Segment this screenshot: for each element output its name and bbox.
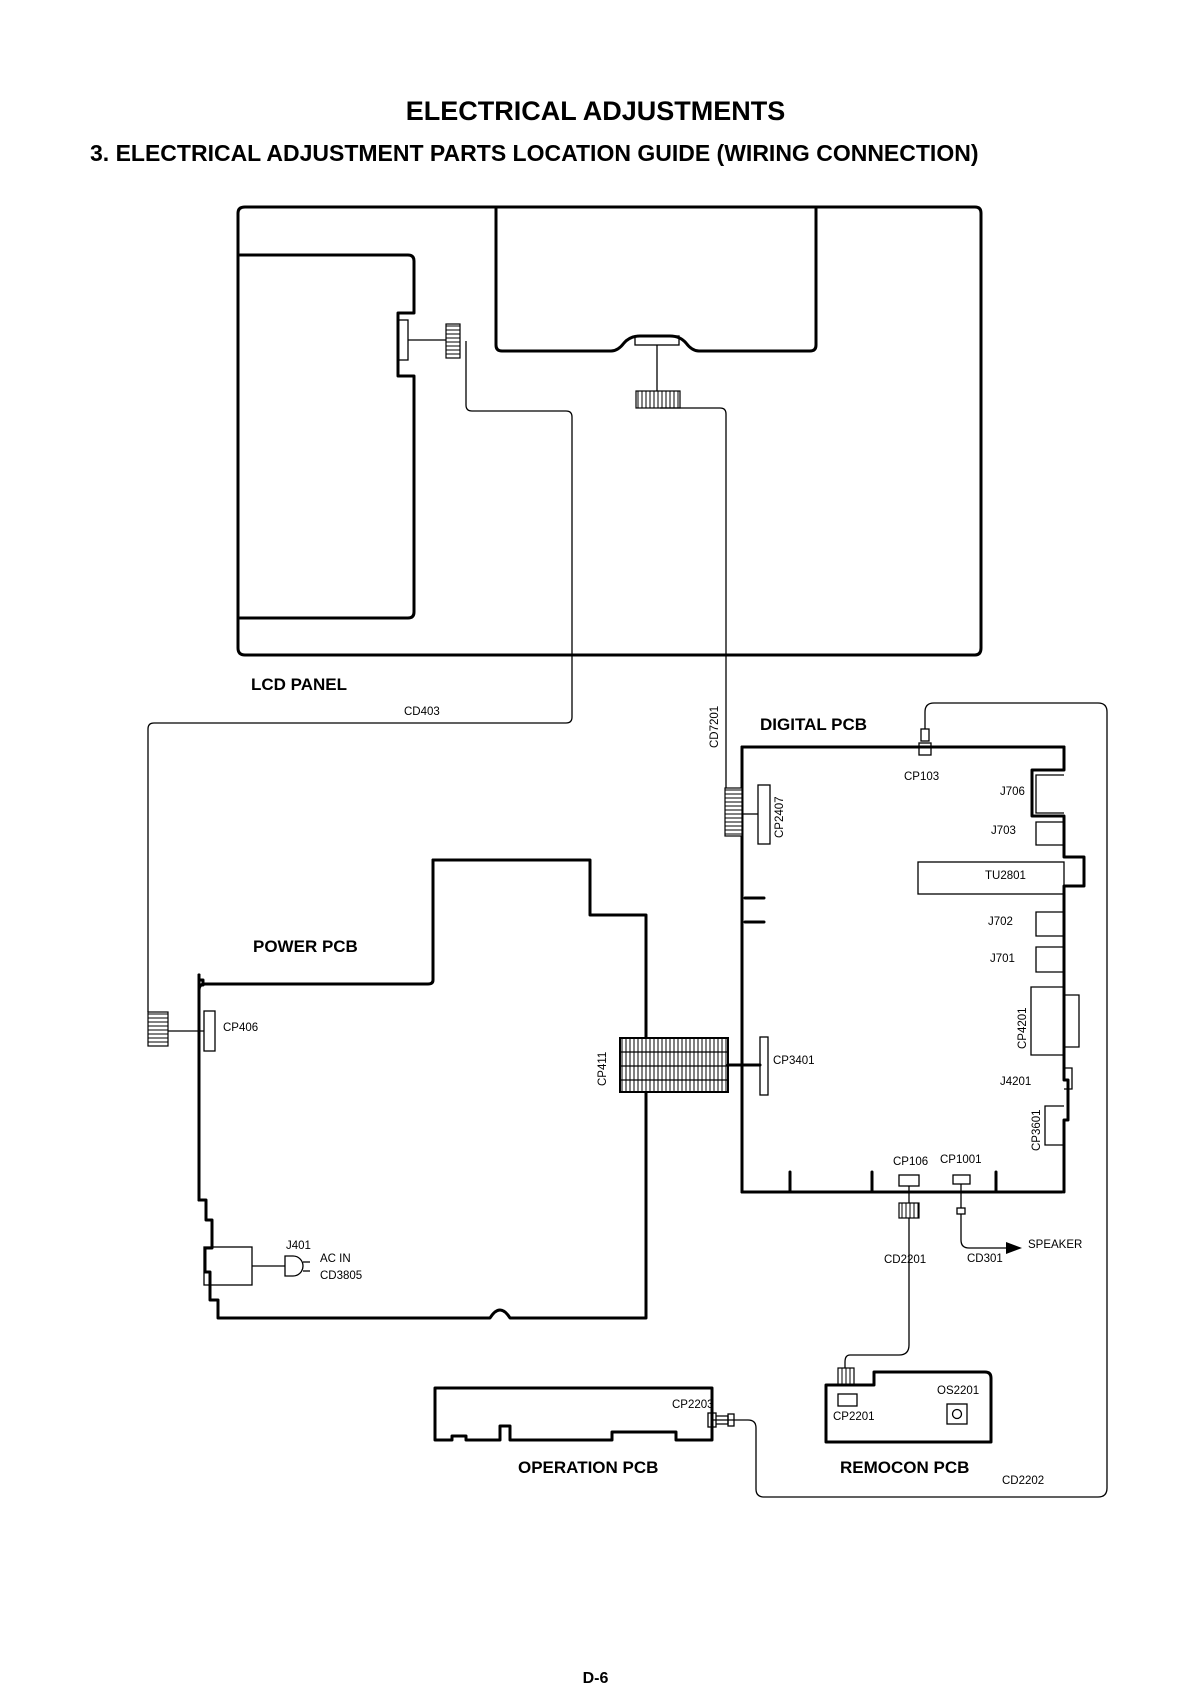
tu2801-label: TU2801 bbox=[985, 870, 1026, 882]
tu2801-tuner bbox=[917, 861, 1065, 895]
page-number: D-6 bbox=[582, 1670, 609, 1687]
j702-jack bbox=[1035, 911, 1064, 937]
j702-label: J702 bbox=[988, 916, 1013, 928]
cd3805-label: CD3805 bbox=[320, 1270, 362, 1282]
digital-pcb-label: DIGITAL PCB bbox=[760, 715, 867, 734]
speaker-label: SPEAKER bbox=[1028, 1239, 1082, 1251]
cd7201-plug bbox=[635, 390, 681, 409]
cd301-label: CD301 bbox=[967, 1253, 1003, 1265]
cp2407-connector bbox=[757, 784, 771, 845]
j701-jack bbox=[1035, 946, 1064, 973]
cd7201-label: CD7201 bbox=[709, 706, 721, 748]
cp2201-connector bbox=[837, 1393, 858, 1407]
operation-pcb-board: CP2203 OPERATION PCB bbox=[433, 1386, 735, 1477]
cp106-connector bbox=[898, 1174, 920, 1187]
ac-plug-icon bbox=[284, 1255, 304, 1277]
cp411-label: CP411 bbox=[597, 1052, 609, 1086]
cd403-board-plug bbox=[147, 1011, 169, 1047]
cp3401-connector bbox=[759, 1036, 769, 1096]
speaker-arrow-icon bbox=[1006, 1242, 1022, 1254]
cp103-connector bbox=[918, 742, 932, 756]
cp3601-label: CP3601 bbox=[1031, 1109, 1043, 1151]
remocon-pcb-board: CP2201 OS2201 REMOCON PCB bbox=[824, 1370, 993, 1477]
os2201-label: OS2201 bbox=[937, 1385, 979, 1397]
cp411-connector bbox=[619, 1037, 729, 1093]
j4201-label: J4201 bbox=[1000, 1076, 1031, 1088]
cp4201-connector bbox=[1030, 986, 1080, 1056]
cp406-label: CP406 bbox=[223, 1022, 258, 1034]
cp3401-label: CP3401 bbox=[773, 1055, 815, 1067]
ac-in-label: AC IN bbox=[320, 1253, 351, 1265]
cp2203-label: CP2203 bbox=[672, 1399, 714, 1411]
cp2203-connector bbox=[707, 1412, 717, 1428]
page-title: ELECTRICAL ADJUSTMENTS bbox=[405, 96, 786, 126]
cp4201-label: CP4201 bbox=[1017, 1007, 1029, 1049]
lcd-panel-board: LCD PANEL bbox=[236, 205, 983, 694]
cp2201-label: CP2201 bbox=[833, 1411, 875, 1423]
j706-label: J706 bbox=[1000, 786, 1025, 798]
j706-jack bbox=[1035, 774, 1064, 814]
cp2407-label: CP2407 bbox=[774, 796, 786, 838]
digital-pcb-board: DIGITAL PCB CP103 CP2407 J706 J703 TU280… bbox=[724, 715, 1086, 1194]
cp406-connector bbox=[203, 1010, 216, 1052]
j4201-jack bbox=[1064, 1067, 1073, 1090]
remocon-pcb-label: REMOCON PCB bbox=[840, 1458, 969, 1477]
j401-label: J401 bbox=[286, 1240, 311, 1252]
cd2202-cable: CD2202 bbox=[712, 702, 1108, 1498]
cd2201-label: CD2201 bbox=[884, 1254, 926, 1266]
cd403-plug bbox=[445, 323, 461, 359]
j703-jack bbox=[1035, 821, 1064, 846]
cp3601-connector bbox=[1044, 1105, 1064, 1146]
cd2202-label: CD2202 bbox=[1002, 1475, 1044, 1487]
operation-pcb-label: OPERATION PCB bbox=[518, 1458, 658, 1477]
power-pcb-label: POWER PCB bbox=[253, 937, 358, 956]
cd301-cable: SPEAKER CD301 bbox=[956, 1184, 1082, 1265]
cd403-cable: CD403 bbox=[147, 341, 573, 1012]
lcd-panel-label: LCD PANEL bbox=[251, 675, 347, 694]
cd7201-cable: CD7201 bbox=[660, 407, 727, 788]
j701-label: J701 bbox=[990, 953, 1015, 965]
j703-label: J703 bbox=[991, 825, 1016, 837]
os2201-sensor bbox=[946, 1403, 968, 1425]
cd2201-cable: CD2201 bbox=[837, 1186, 926, 1386]
cp1001-label: CP1001 bbox=[940, 1154, 982, 1166]
cp103-label: CP103 bbox=[904, 771, 939, 783]
cp1001-connector bbox=[952, 1174, 971, 1185]
power-pcb-board: POWER PCB CP406 CP411 J401 AC IN CD3805 bbox=[147, 858, 762, 1320]
cd7201-board-plug bbox=[724, 787, 743, 837]
section-title: 3. ELECTRICAL ADJUSTMENT PARTS LOCATION … bbox=[90, 140, 979, 166]
cp106-label: CP106 bbox=[893, 1156, 928, 1168]
cd403-label: CD403 bbox=[404, 706, 440, 718]
